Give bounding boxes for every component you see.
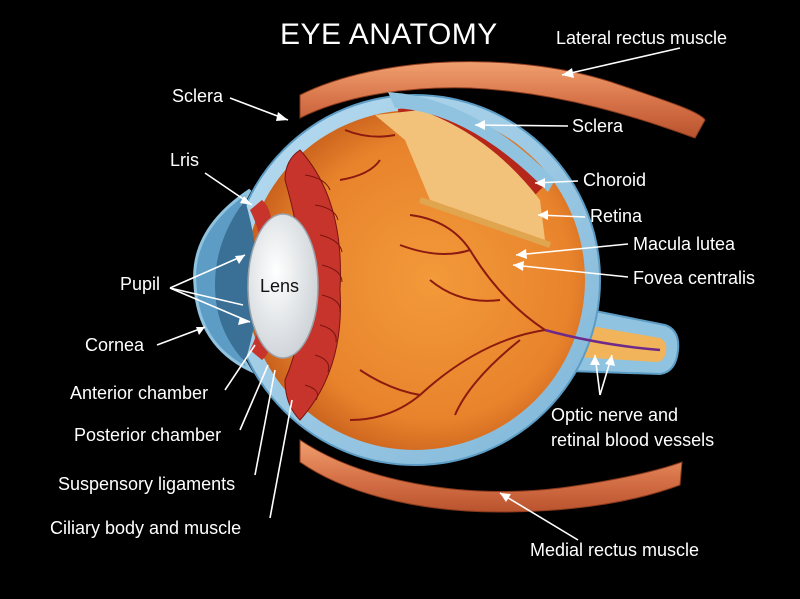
ciliary-folds (304, 174, 343, 401)
label-macula-lutea: Macula lutea (633, 234, 736, 254)
medial-rectus-muscle (299, 439, 683, 513)
label-lateral-rectus-muscle: Lateral rectus muscle (556, 28, 728, 48)
label-choroid: Choroid (583, 170, 647, 190)
lens (247, 213, 319, 359)
label-iris: Lris (170, 150, 200, 170)
retina-layer-edge (419, 197, 551, 248)
label-pupil: Pupil (120, 274, 161, 294)
label-posterior-chamber: Posterior chamber (74, 425, 222, 445)
diagram-title: EYE ANATOMY (280, 18, 498, 51)
pointer-arrowheads (196, 68, 615, 502)
label-sclera-left: Sclera (172, 86, 224, 106)
label-lens: Lens (260, 276, 300, 296)
label-medial-rectus-muscle: Medial rectus muscle (530, 540, 700, 560)
retina-layer (375, 110, 545, 240)
label-ciliary-body: Ciliary body and muscle (50, 518, 242, 538)
label-suspensory-ligaments: Suspensory ligaments (58, 474, 236, 494)
label-sclera-right: Sclera (572, 116, 624, 136)
lateral-rectus-muscle (299, 61, 706, 139)
label-optic-nerve-line2: retinal blood vessels (551, 430, 715, 450)
label-anterior-chamber: Anterior chamber (70, 383, 209, 403)
label-optic-nerve-line1: Optic nerve and (551, 405, 679, 425)
label-fovea-centralis: Fovea centralis (633, 268, 756, 288)
retinal-vessels (339, 129, 661, 421)
label-retina: Retina (590, 206, 643, 226)
label-cornea: Cornea (85, 335, 145, 355)
